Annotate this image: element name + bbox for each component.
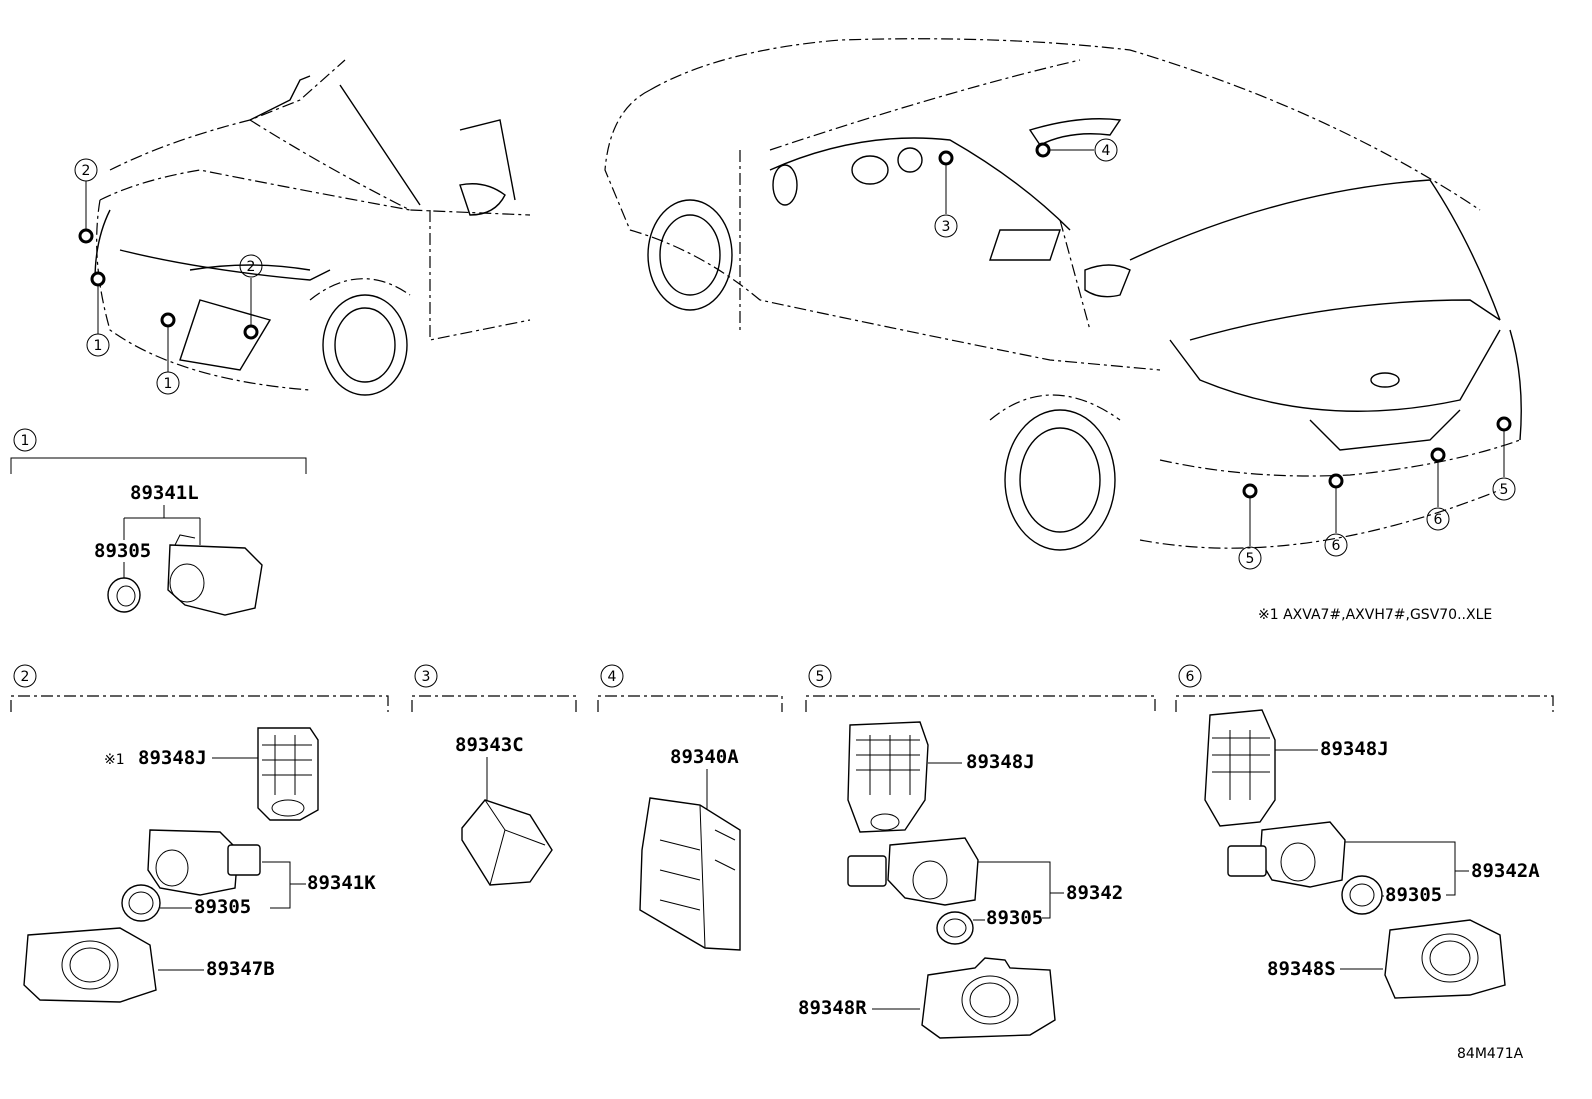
svg-text:3: 3	[422, 669, 431, 685]
diagram-code: 84M471A	[1457, 1046, 1524, 1062]
part-number-89343C[interactable]: 89343C	[455, 734, 524, 756]
group-2: 2 ※1 89348J 89341K 89305 89347B	[10, 664, 389, 1003]
part-number-89348J[interactable]: 89348J	[138, 747, 207, 769]
callout-circle-icon: 5	[808, 664, 832, 688]
callout-circle-icon: 6	[1426, 507, 1450, 531]
rear-car-illustration	[604, 38, 1522, 551]
svg-text:3: 3	[942, 219, 951, 235]
note-mark: ※1	[104, 752, 125, 768]
part-number-89342A[interactable]: 89342A	[1471, 860, 1540, 882]
callout-circle-icon: 2	[239, 254, 263, 278]
svg-text:2: 2	[82, 163, 91, 179]
callout-circle-icon: 6	[1178, 664, 1202, 688]
callout-circle-icon: 5	[1492, 477, 1516, 501]
callout-circle-icon: 4	[1094, 138, 1118, 162]
callout-circle-icon: 6	[1324, 533, 1348, 557]
callout-circle-icon: 3	[934, 214, 958, 238]
group-3: 3 89343C	[411, 664, 577, 886]
svg-text:1: 1	[21, 433, 30, 449]
part-number-89340A[interactable]: 89340A	[670, 746, 739, 768]
part-number-89348J[interactable]: 89348J	[1320, 738, 1389, 760]
callout-circle-icon: 5	[1238, 546, 1262, 570]
sensor-location-icon	[1496, 416, 1512, 432]
callout-circle-icon: 1	[156, 371, 180, 395]
sensor-location-icon	[160, 312, 176, 328]
sensor-location-icon	[1035, 142, 1051, 158]
svg-text:2: 2	[247, 259, 256, 275]
svg-text:4: 4	[1102, 143, 1111, 159]
sensor-location-icon	[1430, 447, 1446, 463]
car-callouts: 2 1 1 2 3 4 5 6	[74, 138, 1516, 570]
callout-circle-icon: 4	[600, 664, 624, 688]
svg-text:6: 6	[1332, 538, 1341, 554]
sensor-location-icon	[90, 271, 106, 287]
part-number-89305[interactable]: 89305	[986, 907, 1043, 929]
part-number-89342[interactable]: 89342	[1066, 882, 1123, 904]
svg-text:2: 2	[21, 669, 30, 685]
callout-circle-icon: 3	[414, 664, 438, 688]
callout-circle-icon: 2	[74, 158, 98, 182]
part-number-89305[interactable]: 89305	[194, 896, 251, 918]
sensor-location-icon	[243, 324, 259, 340]
callout-circle-icon: 1	[86, 333, 110, 357]
svg-text:6: 6	[1434, 512, 1443, 528]
part-number-89305[interactable]: 89305	[94, 540, 151, 562]
sensor-location-icon	[78, 228, 94, 244]
group-1: 1 89341L 89305	[10, 428, 307, 616]
part-number-89305[interactable]: 89305	[1385, 884, 1442, 906]
part-number-89348J[interactable]: 89348J	[966, 751, 1035, 773]
part-number-89348S[interactable]: 89348S	[1267, 958, 1336, 980]
callout-circle-icon: 2	[13, 664, 37, 688]
part-number-89341L[interactable]: 89341L	[130, 482, 199, 504]
svg-text:5: 5	[1246, 551, 1255, 567]
svg-text:1: 1	[94, 338, 103, 354]
group-5: 5 89348J 89342 89305 89348R	[798, 664, 1156, 1039]
callout-circle-icon: 1	[13, 428, 37, 452]
part-number-89341K[interactable]: 89341K	[307, 872, 376, 894]
group-4: 4 89340A	[597, 664, 783, 951]
svg-text:5: 5	[1500, 482, 1509, 498]
sensor-location-icon	[1242, 483, 1258, 499]
front-car-illustration	[78, 59, 531, 396]
part-number-89348R[interactable]: 89348R	[798, 997, 867, 1019]
svg-text:6: 6	[1186, 669, 1195, 685]
svg-text:1: 1	[164, 376, 173, 392]
group-6: 6 89348J 89342A 89305 89348S	[1175, 664, 1554, 999]
svg-text:4: 4	[608, 669, 617, 685]
sensor-location-icon	[938, 150, 954, 166]
sensor-location-icon	[1328, 473, 1344, 489]
svg-text:5: 5	[816, 669, 825, 685]
part-number-89347B[interactable]: 89347B	[206, 958, 275, 980]
footnote: ※1 AXVA7#,AXVH7#,GSV70..XLE	[1258, 607, 1492, 623]
